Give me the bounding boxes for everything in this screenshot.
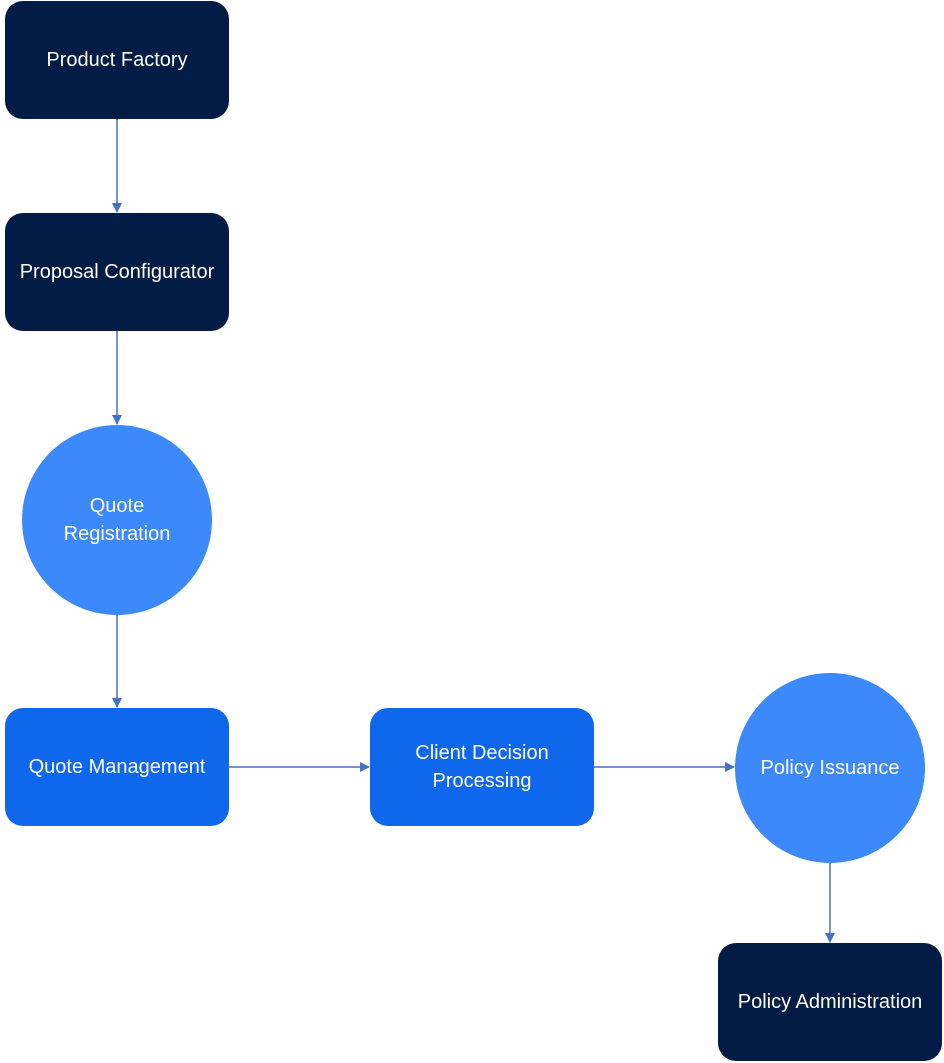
node-client-decision-processing[interactable]: Client Decision Processing [370,708,594,826]
node-product-factory[interactable]: Product Factory [5,1,229,119]
node-label: Policy Issuance [760,757,900,779]
node-quote-management[interactable]: Quote Management [5,708,229,826]
node-quote-registration[interactable]: Quote Registration [22,425,212,615]
node-policy-issuance[interactable]: Policy Issuance [735,673,925,863]
node-label: Product Factory [46,49,188,71]
node-label: Client Decision Processing [415,742,549,792]
node-label: Proposal Configurator [19,261,215,283]
node-label: Quote Management [28,756,206,778]
node-label: Quote Registration [63,495,171,545]
node-policy-administration[interactable]: Policy Administration [718,943,942,1061]
node-label: Policy Administration [737,991,923,1013]
node-proposal-configurator[interactable]: Proposal Configurator [5,213,229,331]
